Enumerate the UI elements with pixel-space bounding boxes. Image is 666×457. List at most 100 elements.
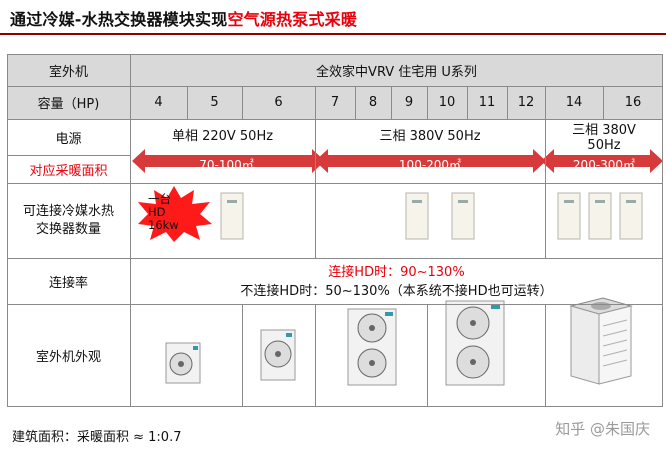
capacity-value: 12	[517, 95, 535, 110]
capacity-8: 8	[355, 86, 391, 119]
capacity-value: 4	[154, 95, 163, 110]
grid-line	[662, 54, 663, 407]
capacity-value: 14	[565, 95, 583, 110]
outdoor-unit-medium-icon	[260, 329, 296, 381]
grid-line	[545, 86, 546, 258]
power-group-2: 三相 380V 50Hz	[315, 124, 545, 144]
grid-line	[242, 86, 243, 119]
header-label-cell: 室外机	[7, 54, 130, 86]
connectable-label-cell: 可连接冷媒水热 交换器数量	[7, 183, 130, 258]
area-arrows	[132, 149, 663, 173]
area-text-1: 70-100㎡	[130, 157, 323, 172]
grid-line	[7, 86, 663, 87]
capacity-12: 12	[507, 86, 545, 119]
power-group-text: 三相 380V 50Hz	[379, 128, 481, 144]
grid-line	[7, 119, 663, 120]
grid-line	[315, 86, 316, 258]
area-label-cell: 对应采暖面积	[7, 155, 130, 183]
connection-line1-cell: 连接HD时：90~130%	[130, 260, 663, 280]
power-group-text: 单相 220V 50Hz	[171, 128, 274, 144]
capacity-value: 10	[438, 95, 456, 110]
connection-label: 连接率	[48, 275, 88, 291]
hd-unit-icon	[557, 192, 581, 240]
connection-label-cell: 连接率	[7, 258, 130, 304]
connection-line1: 连接HD时：90~130%	[328, 264, 465, 280]
hd-unit-icon	[588, 192, 612, 240]
grid-line	[7, 155, 130, 156]
capacity-10: 10	[427, 86, 467, 119]
title-divider	[0, 33, 666, 35]
grid-line	[545, 304, 546, 407]
connectable-label-line2: 交换器数量	[35, 221, 101, 237]
grid-line	[7, 183, 663, 184]
header-label: 室外机	[48, 64, 88, 80]
capacity-11: 11	[467, 86, 507, 119]
grid-line	[467, 86, 468, 119]
power-group-1: 单相 220V 50Hz	[130, 124, 315, 144]
capacity-4: 4	[130, 86, 187, 119]
area-text-2: 100-200㎡	[315, 157, 545, 172]
grid-line	[242, 304, 243, 407]
grid-line	[355, 86, 356, 119]
badge-line1: 一台	[148, 192, 171, 206]
area-label: 对应采暖面积	[29, 163, 108, 179]
grid-line	[187, 86, 188, 119]
grid-line	[7, 406, 663, 407]
outdoor-unit-large-icon	[445, 300, 505, 386]
outdoor-unit-small-icon	[165, 342, 201, 384]
arrow-group-3	[541, 149, 663, 173]
grid-line	[427, 86, 428, 119]
title-part1: 通过冷媒-水热交换器模块实现	[10, 10, 228, 29]
grid-line	[427, 304, 428, 407]
page-title: 通过冷媒-水热交换器模块实现空气源热泵式采暖	[10, 6, 357, 30]
capacity-14: 14	[545, 86, 603, 119]
connection-line2-cell: 不连接HD时：50~130%（本系统不接HD也可运转）	[130, 279, 663, 299]
grid-line	[603, 86, 604, 119]
hd-unit-icon	[619, 192, 643, 240]
grid-line	[507, 86, 508, 119]
capacity-label: 容量（HP)	[37, 97, 100, 112]
capacity-value: 9	[404, 95, 414, 110]
capacity-value: 7	[330, 95, 340, 110]
power-label: 电源	[55, 131, 82, 147]
hd-badge-text: 一台 HD 16kw	[148, 193, 179, 232]
power-group-text: 三相 380V 50Hz	[572, 123, 636, 153]
capacity-7: 7	[315, 86, 355, 119]
grid-line	[7, 54, 8, 407]
capacity-6: 6	[242, 86, 315, 119]
appearance-label: 室外机外观	[35, 350, 101, 365]
hd-unit-icon	[451, 192, 475, 240]
title-part2: 空气源热泵式采暖	[227, 10, 358, 29]
capacity-value: 11	[478, 95, 496, 110]
capacity-label-cell: 容量（HP)	[7, 86, 130, 119]
hd-starburst-icon	[138, 186, 212, 242]
area-text-3: 200-300㎡	[545, 157, 663, 172]
watermark: 知乎 @朱国庆	[555, 420, 650, 438]
capacity-16: 16	[603, 86, 663, 119]
capacity-5: 5	[187, 86, 242, 119]
area-text: 100-200㎡	[398, 157, 462, 172]
capacity-value: 8	[368, 95, 378, 110]
grid-line	[130, 54, 131, 407]
footer-note: 建筑面积：采暖面积 ≈ 1:0.7	[12, 430, 182, 445]
grid-line	[7, 54, 663, 55]
grid-line	[7, 304, 663, 305]
arrow-group-1	[132, 149, 325, 173]
connection-line2: 不连接HD时：50~130%（本系统不接HD也可运转）	[240, 283, 553, 299]
grid-line	[7, 258, 663, 259]
arrow-group-2	[315, 149, 546, 173]
header-value: 全效家中VRV 住宅用 U系列	[316, 64, 477, 80]
capacity-value: 5	[210, 95, 219, 110]
appearance-label-cell: 室外机外观	[7, 304, 130, 407]
spec-table: 室外机 全效家中VRV 住宅用 U系列 容量（HP) 4 5 6 7 8 9 1…	[7, 54, 663, 407]
hd-unit-icon	[220, 192, 244, 240]
outdoor-unit-top-fan-icon	[569, 297, 633, 385]
capacity-row-bg	[130, 86, 663, 119]
area-text: 70-100㎡	[199, 157, 254, 172]
power-group-3: 三相 380V 50Hz	[545, 120, 663, 156]
power-label-cell: 电源	[7, 119, 130, 155]
header-value-cell: 全效家中VRV 住宅用 U系列	[130, 54, 663, 86]
badge-line2: HD	[148, 205, 166, 219]
grid-line	[315, 304, 316, 407]
area-text: 200-300㎡	[572, 157, 636, 172]
